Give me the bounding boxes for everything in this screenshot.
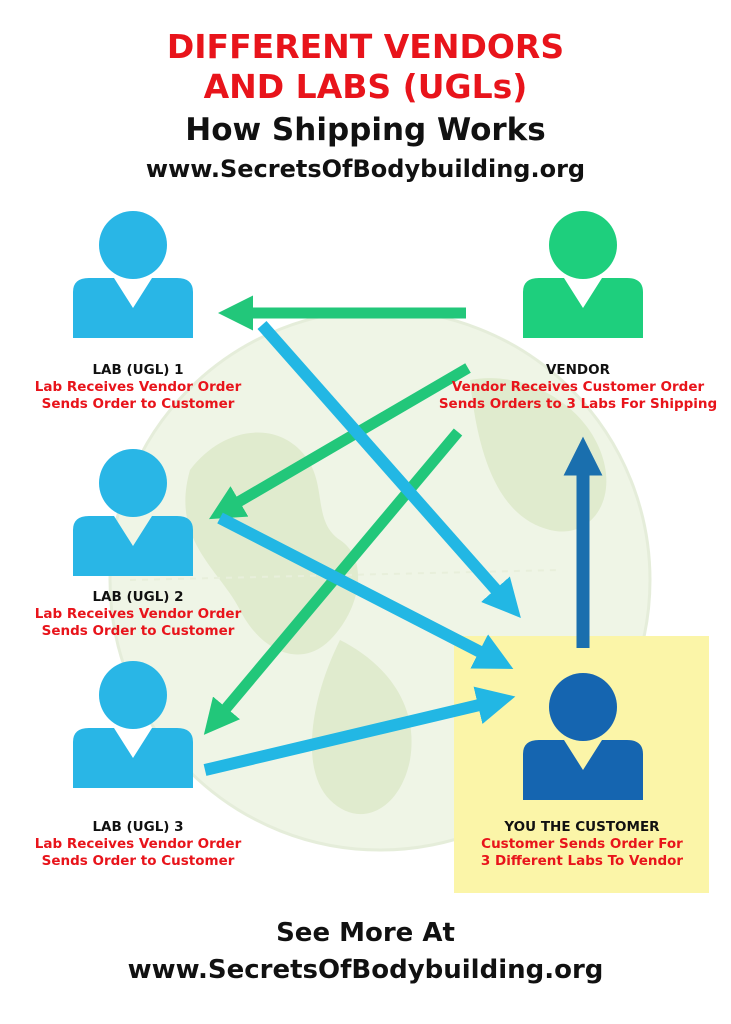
lab2-desc-1: Lab Receives Vendor Order [34, 606, 242, 622]
subtitle: How Shipping Works [185, 112, 546, 148]
footer-url: www.SecretsOfBodybuilding.org [127, 955, 604, 985]
lab1-name: LAB (UGL) 1 [92, 362, 184, 378]
arrow-lab1-to-customer [257, 321, 521, 618]
title-line-1: DIFFERENT VENDORS [166, 27, 565, 66]
lab2-desc-2: Sends Order to Customer [41, 623, 235, 639]
lab2-label: LAB (UGL) 2 Lab Receives Vendor Order Se… [8, 589, 268, 640]
lab1-desc-2: Sends Order to Customer [41, 396, 235, 412]
vendor-name: VENDOR [545, 362, 611, 378]
customer-name: YOU THE CUSTOMER [504, 819, 660, 835]
vendor-person-icon [523, 211, 643, 338]
vendor-label: VENDOR Vendor Receives Customer Order Se… [428, 362, 728, 413]
lab1-person-icon [73, 211, 193, 338]
arrow-vendor-to-lab2 [208, 363, 471, 520]
lab3-desc-1: Lab Receives Vendor Order [34, 836, 242, 852]
lab2-name: LAB (UGL) 2 [92, 589, 184, 605]
vendor-desc-2: Sends Orders to 3 Labs For Shipping [438, 396, 718, 412]
title-line-2: AND LABS (UGLs) [203, 67, 528, 106]
lab1-desc-1: Lab Receives Vendor Order [34, 379, 242, 395]
lab3-label: LAB (UGL) 3 Lab Receives Vendor Order Se… [8, 819, 268, 870]
arrow-lab2-to-customer [217, 512, 514, 669]
lab3-desc-2: Sends Order to Customer [41, 853, 235, 869]
arrow-lab3-to-customer [203, 686, 516, 776]
customer-desc-2: 3 Different Labs To Vendor [480, 853, 684, 869]
customer-label: YOU THE CUSTOMER Customer Sends Order Fo… [456, 819, 708, 870]
customer-desc-1: Customer Sends Order For [481, 836, 683, 852]
lab1-label: LAB (UGL) 1 Lab Receives Vendor Order Se… [8, 362, 268, 413]
arrows [203, 295, 603, 776]
vendor-desc-1: Vendor Receives Customer Order [451, 379, 705, 395]
footer-see-more: See More At [276, 918, 455, 948]
lab3-name: LAB (UGL) 3 [92, 819, 184, 835]
header-url: www.SecretsOfBodybuilding.org [145, 155, 586, 183]
